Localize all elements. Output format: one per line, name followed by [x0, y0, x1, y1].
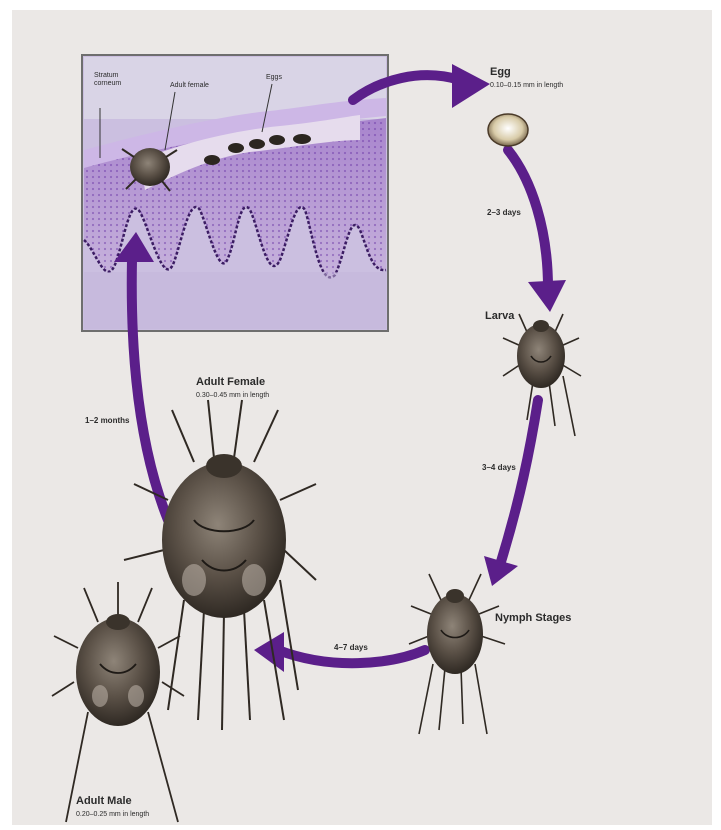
- label-egg-title: Egg: [490, 66, 511, 78]
- label-nymph-stages: Nymph Stages: [495, 612, 571, 624]
- label-eggs: Eggs: [266, 74, 296, 82]
- label-adult-male-size: 0.20–0.25 mm in length: [76, 811, 149, 818]
- label-adult-female-skin: Adult female: [170, 82, 230, 90]
- label-larva: Larva: [485, 310, 514, 322]
- label-egg-to-larva: 2–3 days: [487, 208, 521, 217]
- label-nymph-to-adult: 4–7 days: [334, 643, 368, 652]
- label-stratum-corneum: Stratum corneum: [94, 72, 136, 88]
- label-adult-to-skin: 1–2 months: [85, 416, 129, 425]
- label-adult-male: Adult Male: [76, 795, 132, 807]
- label-larva-to-nymph: 3–4 days: [482, 463, 516, 472]
- egg-illustration: [488, 114, 528, 146]
- label-adult-female: Adult Female: [196, 376, 265, 388]
- label-egg-size: 0.10–0.15 mm in length: [490, 82, 563, 89]
- label-adult-female-size: 0.30–0.45 mm in length: [196, 392, 269, 399]
